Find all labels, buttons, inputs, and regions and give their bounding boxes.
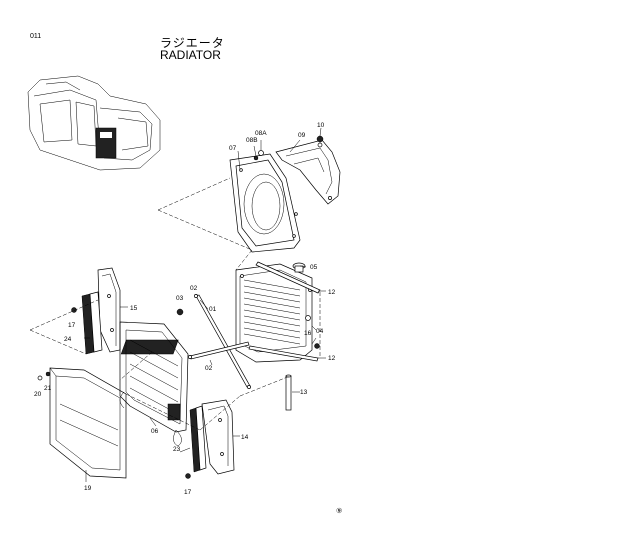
stay-rod [194, 294, 251, 389]
label-17-upper: 17 [68, 322, 76, 329]
title-japanese: ラジエータ [160, 36, 225, 50]
label-24: 24 [64, 336, 72, 343]
label-08b: 08B [246, 137, 258, 144]
label-05: 05 [310, 264, 318, 271]
title-english: RADIATOR [160, 48, 221, 62]
label-04: 04 [316, 328, 324, 335]
bolt-10 [316, 127, 324, 143]
machine-overview-thumbnail [27, 75, 161, 171]
label-15: 15 [130, 305, 138, 312]
leader-lines [84, 139, 326, 453]
label-08a: 08A [255, 130, 267, 137]
label-17-lower: 17 [184, 489, 192, 496]
label-19: 19 [84, 485, 92, 492]
bolt-03 [176, 308, 184, 316]
bolt-17-lower [185, 473, 191, 479]
bolt-16 [305, 315, 311, 321]
label-03: 03 [176, 295, 184, 302]
bolt-08b [253, 145, 259, 161]
bolt-17-upper [71, 307, 77, 313]
page-number: 011 [30, 33, 42, 40]
label-07: 07 [229, 145, 237, 152]
radiator-core [120, 263, 313, 363]
screen-frame [49, 367, 127, 482]
label-14: 14 [241, 434, 249, 441]
label-12-lower: 12 [328, 355, 336, 362]
seal-strip-upper [255, 261, 321, 294]
label-06: 06 [151, 428, 159, 435]
label-21: 21 [44, 385, 52, 392]
label-01: 01 [209, 306, 217, 313]
fan-shroud-upper [275, 139, 341, 205]
seal-23 [189, 405, 207, 473]
footer-mark: ⑨ [336, 508, 343, 515]
label-13: 13 [300, 389, 308, 396]
label-02-upper: 02 [190, 285, 198, 292]
bolt-08a [258, 140, 264, 156]
label-20: 20 [34, 391, 42, 398]
assembly-guide-lines [29, 177, 321, 431]
bolt-21 [45, 371, 51, 377]
label-12-upper: 12 [328, 289, 336, 296]
label-23: 23 [173, 446, 181, 453]
stay-rod-lower [188, 341, 250, 360]
label-16: 16 [304, 330, 312, 337]
label-10: 10 [317, 122, 325, 129]
label-02-lower: 02 [205, 365, 213, 372]
drain-tube [285, 374, 292, 411]
bolt-20 [37, 375, 43, 381]
radiator-cap [292, 262, 306, 273]
side-bracket-14 [201, 399, 235, 475]
seal-strip-lower [248, 345, 319, 362]
bolt-04 [314, 343, 320, 349]
oil-cooler-core [119, 321, 189, 447]
fan-shroud-frame [229, 153, 301, 253]
label-09: 09 [298, 132, 306, 139]
seal-24 [81, 291, 103, 355]
